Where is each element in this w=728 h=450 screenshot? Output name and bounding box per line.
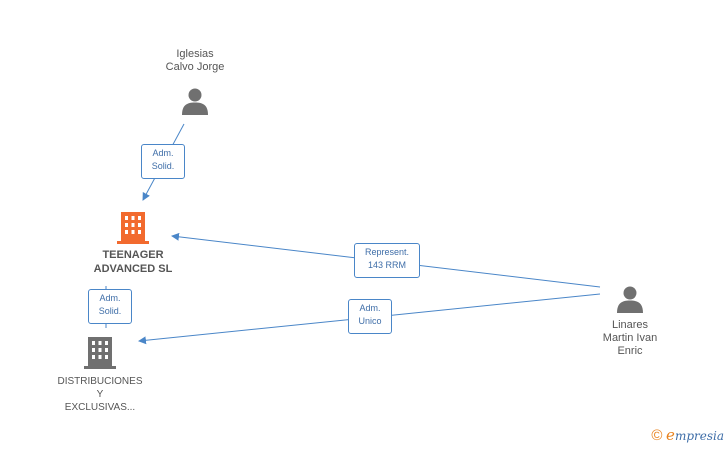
person-node-iglesias[interactable]: Iglesias Calvo Jorge [150,48,240,116]
building-icon [117,212,149,244]
company-node-teenager[interactable]: TEENAGER ADVANCED SL [80,208,186,276]
edge-label-line: Represent. [364,247,410,257]
company-name-line: EXCLUSIVAS... [64,402,136,413]
edge-label-line: Adm. [152,148,174,158]
company-name-line: ADVANCED SL [93,263,173,275]
person-name-line: Enric [617,345,643,357]
person-node-linares[interactable]: Linares Martin Ivan Enric [588,284,672,358]
company-node-distribuciones[interactable]: DISTRIBUCIONES Y EXCLUSIVAS... [50,333,150,414]
edge-label-line: Solid. [98,306,122,316]
person-name-line: Calvo Jorge [165,61,225,73]
edge-label-line: Adm. [359,303,381,313]
person-icon [617,286,643,313]
company-name-line: TEENAGER [102,249,164,261]
person-name-line: Linares [611,319,649,331]
person-icon [182,88,208,115]
edge-label-teenager-distribuciones: Adm. Solid. [88,289,132,324]
edge-label-linares-distribuciones: Adm. Unico [348,299,392,334]
building-icon [84,337,116,369]
edge-label-line: 143 RRM [367,260,406,270]
company-name-line: Y [96,389,104,400]
brand-footer: © empresia [651,426,724,444]
edge-label-iglesias-teenager: Adm. Solid. [141,144,185,179]
brand-logo-text: mpresia [674,429,724,443]
brand-logo-initial: e [666,426,675,444]
company-name-line: DISTRIBUCIONES [57,376,143,387]
edge-label-linares-teenager: Represent. 143 RRM [354,243,420,278]
edge-label-line: Solid. [151,161,175,171]
person-name-line: Martin Ivan [602,332,658,344]
copyright-icon: © [651,427,663,444]
edge-label-line: Unico [358,316,382,326]
edge-label-line: Adm. [99,293,121,303]
person-name-line: Iglesias [176,48,214,60]
